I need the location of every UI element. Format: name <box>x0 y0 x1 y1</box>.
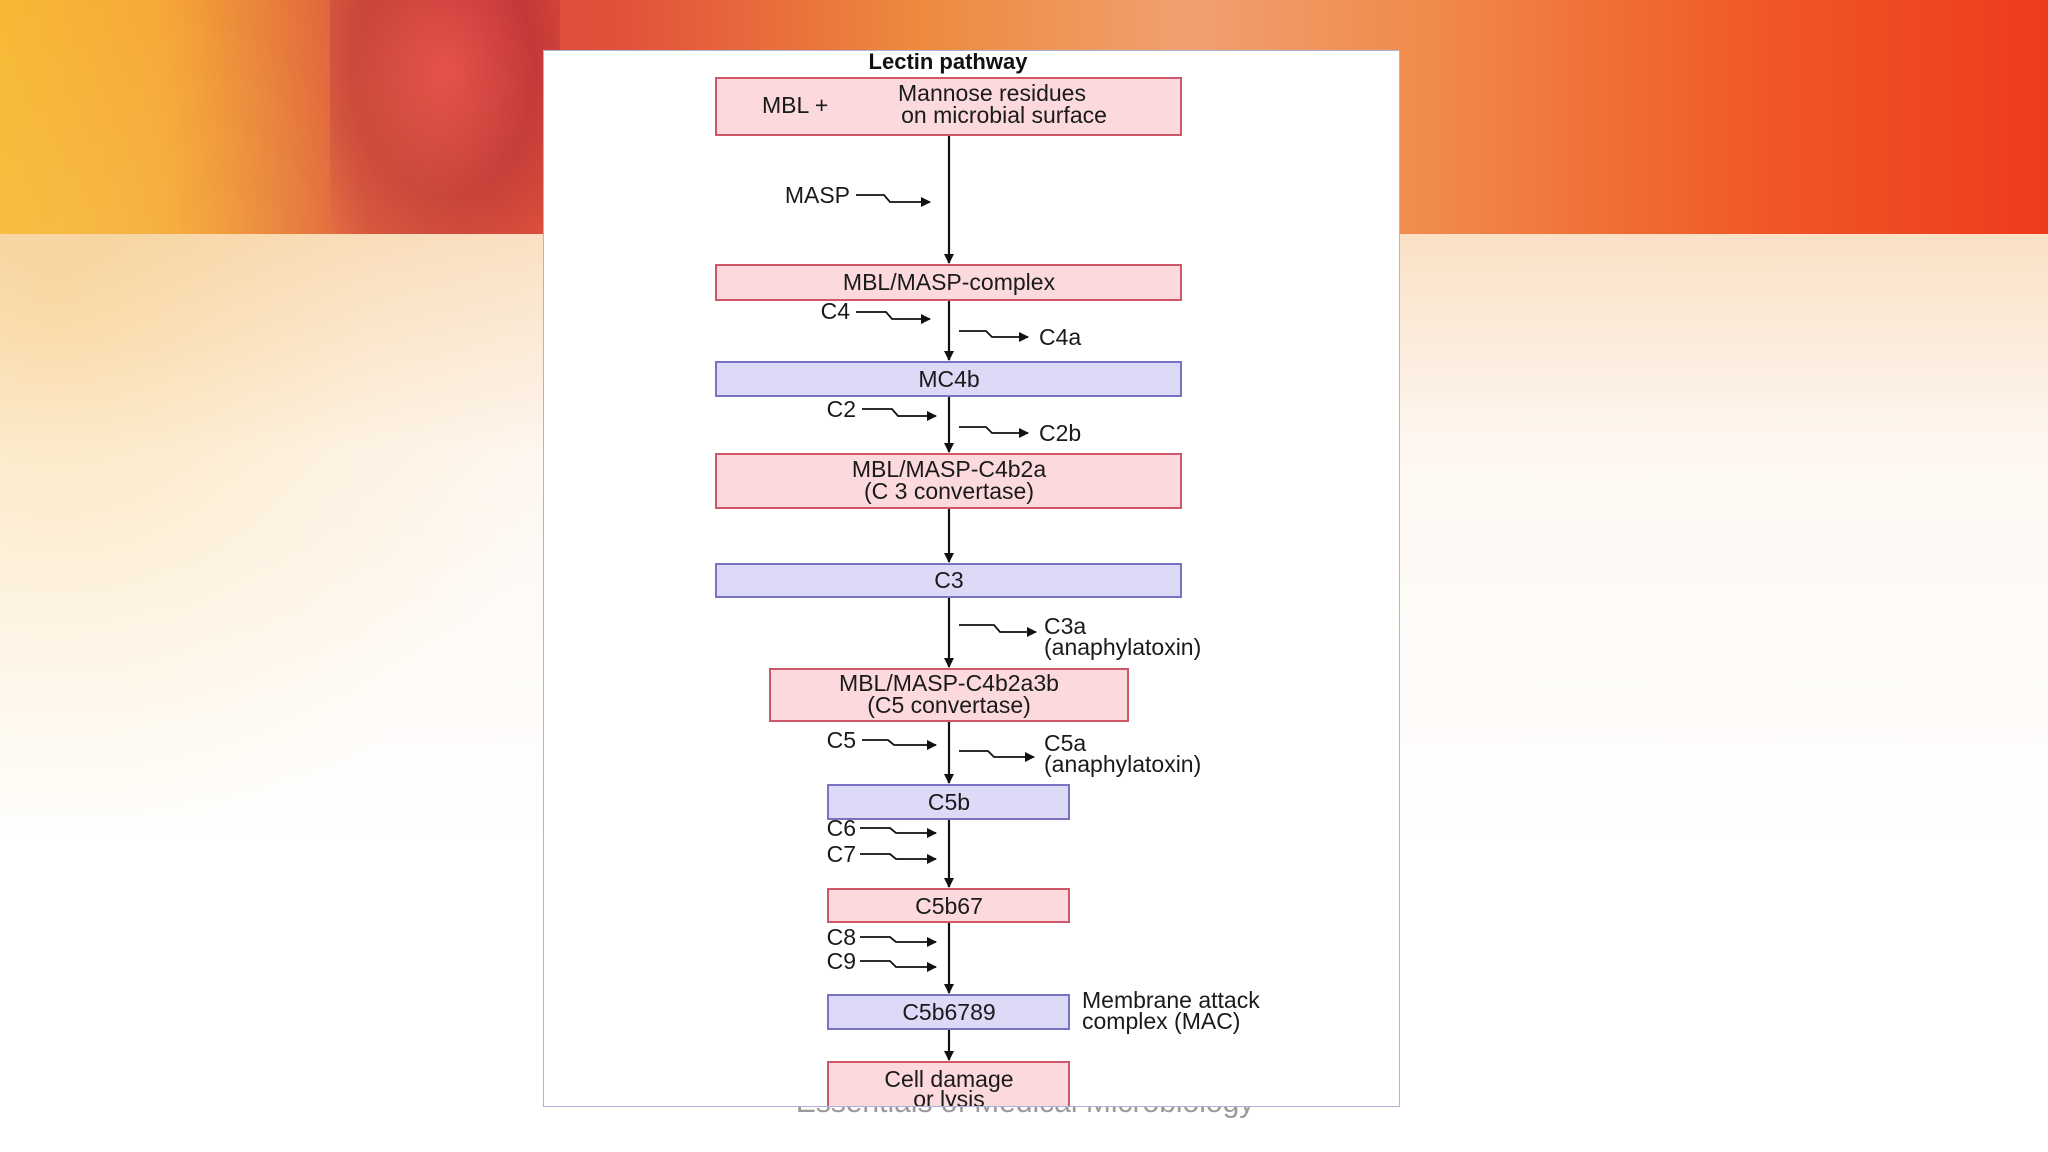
c3-label: C3 <box>934 567 963 593</box>
c3-convertase-label-2: (C 3 convertase) <box>864 478 1034 504</box>
masp-label: MASP <box>785 182 850 208</box>
mac-note-1: Membrane attack <box>1082 987 1260 1013</box>
c5-arrow <box>862 739 937 750</box>
c5a-arrow <box>959 750 1035 762</box>
c8-label: C8 <box>827 924 856 950</box>
c5a-label-2: (anaphylatoxin) <box>1044 751 1201 777</box>
c5-label: C5 <box>827 727 856 753</box>
c2b-arrow <box>959 426 1029 438</box>
cell-damage-label-2: or lysis <box>913 1086 985 1107</box>
c9-arrow <box>860 960 937 972</box>
c6-label: C6 <box>827 815 856 841</box>
c4-label: C4 <box>821 298 851 324</box>
mac-note-2: complex (MAC) <box>1082 1008 1240 1034</box>
c5b-box <box>827 784 1070 820</box>
c9-label: C9 <box>827 948 856 974</box>
c3-box <box>715 563 1182 598</box>
start-box <box>715 77 1182 136</box>
start-mannose-label-2: on microbial surface <box>901 102 1107 128</box>
mc4b-label: MC4b <box>918 366 979 392</box>
pathway-boxes: MBL + Mannose residues on microbial surf… <box>715 77 1182 1107</box>
pathway-diagram: Lectin pathway MBL + Mannose residues <box>715 51 1260 1107</box>
c2-label: C2 <box>827 396 856 422</box>
c5-convertase-box <box>769 668 1129 722</box>
input-arrows <box>856 194 937 972</box>
output-arrows <box>959 330 1037 762</box>
c4a-label: C4a <box>1039 324 1081 350</box>
c5b6789-label: C5b6789 <box>902 999 995 1025</box>
input-labels: MASP C4 C2 C5 C6 C7 C8 C9 <box>785 182 856 974</box>
c4a-arrow <box>959 330 1029 342</box>
c7-arrow <box>860 853 937 864</box>
output-labels: C4a C2b C3a (anaphylatoxin) C5a (anaphyl… <box>1039 324 1201 777</box>
c5b6789-box <box>827 994 1070 1030</box>
c4-arrow <box>856 311 931 324</box>
cell-damage-label-1: Cell damage <box>884 1066 1013 1092</box>
start-mannose-label-1: Mannose residues <box>898 80 1086 106</box>
c5-convertase-label-2: (C5 convertase) <box>867 692 1031 718</box>
mc4b-box <box>715 361 1182 397</box>
c5-convertase-label-1: MBL/MASP-C4b2a3b <box>839 670 1059 696</box>
c3a-label-2: (anaphylatoxin) <box>1044 634 1201 660</box>
masp-complex-box <box>715 264 1182 301</box>
c5a-label-1: C5a <box>1044 730 1086 756</box>
c3a-arrow <box>959 624 1037 637</box>
c6-arrow <box>860 827 937 838</box>
start-mbl-label: MBL + <box>762 92 828 118</box>
c7-label: C7 <box>827 841 856 867</box>
c3a-label-1: C3a <box>1044 613 1086 639</box>
cell-damage-box <box>827 1061 1070 1106</box>
c2b-label: C2b <box>1039 420 1081 446</box>
masp-arrow <box>856 194 931 207</box>
c5b67-box <box>827 888 1070 923</box>
c5b67-label: C5b67 <box>915 893 983 919</box>
masp-complex-label: MBL/MASP-complex <box>843 269 1056 295</box>
c3-convertase-box <box>715 453 1182 509</box>
c2-arrow <box>862 408 937 421</box>
c5b-label: C5b <box>928 789 970 815</box>
c8-arrow <box>860 936 937 947</box>
lectin-pathway-figure: Lectin pathway MBL + Mannose residues <box>543 50 1400 1107</box>
diagram-title: Lectin pathway <box>869 51 1029 74</box>
c3-convertase-label-1: MBL/MASP-C4b2a <box>852 456 1047 482</box>
